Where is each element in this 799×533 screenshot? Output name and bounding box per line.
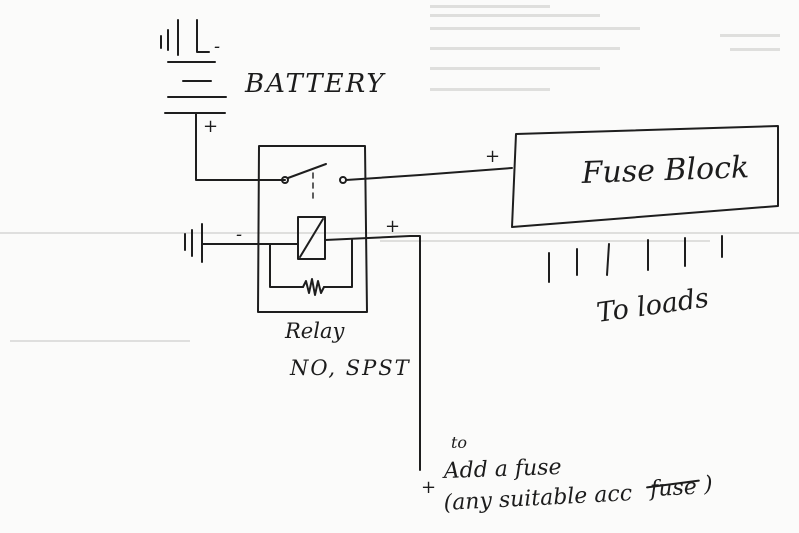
relay-label: Relay bbox=[284, 319, 345, 343]
relay-housing bbox=[257, 145, 368, 313]
bleed-through-text bbox=[0, 5, 799, 342]
strike-through-line bbox=[646, 479, 700, 489]
to-loads-label: To loads bbox=[595, 283, 711, 329]
note-prefix: to bbox=[451, 433, 467, 452]
battery-minus-sign: - bbox=[214, 36, 220, 57]
note-close-paren: ) bbox=[702, 472, 713, 497]
relay-coil bbox=[184, 216, 421, 471]
fuse-block-label: Fuse Block bbox=[580, 150, 750, 191]
accessory-plus-sign: + bbox=[421, 477, 436, 498]
note-line-1: Add a fuse bbox=[441, 455, 562, 484]
note-line-2-text: (any suitable acc bbox=[443, 481, 633, 516]
load-taps bbox=[548, 235, 723, 283]
battery-plus-sign: + bbox=[203, 116, 218, 137]
battery-symbol bbox=[160, 19, 286, 181]
note-struck-word: fuse bbox=[648, 475, 698, 503]
relay-type-label: NO, SPST bbox=[289, 356, 411, 380]
battery-label: BATTERY bbox=[244, 69, 386, 99]
fuse-block bbox=[511, 125, 779, 228]
relay-switch-contacts bbox=[281, 163, 513, 204]
coil-minus-sign: - bbox=[236, 224, 242, 245]
fuse-block-plus-sign: + bbox=[485, 146, 500, 167]
coil-plus-sign: + bbox=[385, 216, 400, 237]
